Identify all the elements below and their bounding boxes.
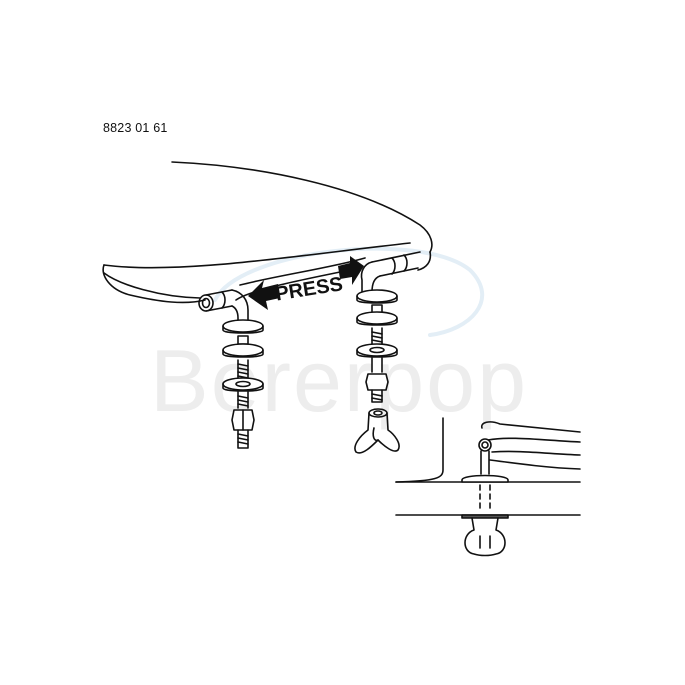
right-hinge-tube <box>360 251 421 293</box>
product-code: 8823 01 61 <box>103 121 168 135</box>
seat-lid <box>102 161 433 304</box>
right-bolt-stack <box>356 289 398 403</box>
press-arrow-left-icon <box>248 280 280 310</box>
left-bolt-stack <box>222 319 264 449</box>
watermark-text: Bererpop <box>150 331 529 430</box>
press-label: PRESS <box>274 273 344 305</box>
left-hinge-tube <box>198 289 249 321</box>
press-arrow-right-icon <box>338 256 364 285</box>
detail-view <box>395 417 581 557</box>
wing-nut-icon <box>354 408 400 454</box>
watermark-swoosh <box>213 246 485 337</box>
